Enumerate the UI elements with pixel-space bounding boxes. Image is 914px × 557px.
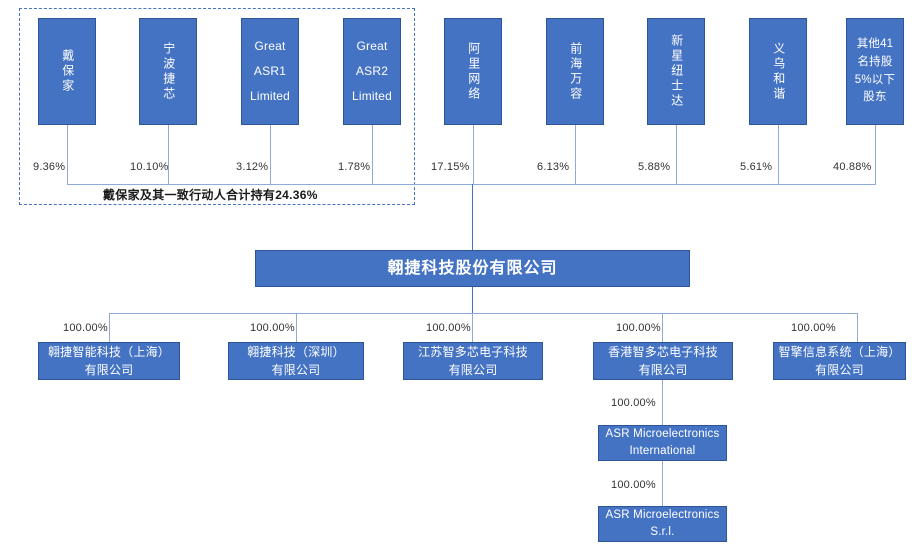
subsidiary-box-0[interactable]: 翱捷智能科技（上海） 有限公司 bbox=[38, 342, 180, 380]
shareholder-label-8-line4: 股东 bbox=[863, 91, 887, 104]
subsidiary-bus-line bbox=[109, 313, 857, 314]
shareholder-label-3-line3: Limited bbox=[351, 89, 393, 104]
shareholder-label-6: 新星纽士达 bbox=[669, 34, 684, 109]
pct-shareholder-8: 40.88% bbox=[833, 161, 872, 173]
connector-asr-international bbox=[662, 380, 663, 425]
subsidiary-label-3-line2: 有限公司 bbox=[638, 363, 688, 377]
shareholder-label-2: Great ASR1 Limited bbox=[250, 34, 290, 110]
connector-bus-to-company bbox=[472, 184, 473, 250]
subsidiary-label-3: 香港智多芯电子科技 有限公司 bbox=[608, 343, 718, 379]
pct-subsidiary-4: 100.00% bbox=[791, 322, 836, 334]
shareholder-label-0: 戴保家 bbox=[60, 49, 75, 94]
connector-shareholder-8 bbox=[875, 125, 876, 184]
pct-shareholder-5: 6.13% bbox=[537, 161, 570, 173]
connector-subsidiary-1 bbox=[296, 313, 297, 342]
shareholder-label-2-line3: Limited bbox=[249, 89, 291, 104]
subsidiary-box-1[interactable]: 翱捷科技（深圳） 有限公司 bbox=[228, 342, 364, 380]
connector-shareholder-7 bbox=[778, 125, 779, 184]
main-company-label: 翱捷科技股份有限公司 bbox=[387, 259, 558, 277]
main-company-box[interactable]: 翱捷科技股份有限公司 bbox=[255, 250, 690, 287]
connector-subsidiary-0 bbox=[109, 313, 110, 342]
subsidiary-label-4-line2: 有限公司 bbox=[815, 363, 864, 377]
connector-subsidiary-4 bbox=[857, 313, 858, 342]
shareholder-box-7[interactable]: 义乌和谐 bbox=[749, 18, 807, 125]
connector-subsidiary-3 bbox=[662, 313, 663, 342]
shareholder-box-0[interactable]: 戴保家 bbox=[38, 18, 96, 125]
subsidiary-label-1: 翱捷科技（深圳） 有限公司 bbox=[247, 343, 345, 379]
connector-shareholder-4 bbox=[473, 125, 474, 184]
subsidiary-label-3-line1: 香港智多芯电子科技 bbox=[608, 345, 718, 359]
shareholder-label-1: 宁波捷芯 bbox=[161, 41, 176, 102]
subsidiary-label-4-line1: 智擎信息系统（上海） bbox=[778, 345, 901, 359]
shareholder-label-4: 阿里网络 bbox=[466, 41, 481, 102]
pct-subsidiary-3: 100.00% bbox=[616, 322, 661, 334]
shareholder-label-8-line2: 名持股 bbox=[857, 55, 893, 68]
subsidiary-box-3[interactable]: 香港智多芯电子科技 有限公司 bbox=[593, 342, 733, 380]
connector-shareholder-1 bbox=[168, 125, 169, 184]
connector-shareholder-5 bbox=[575, 125, 576, 184]
asr-international-label: ASR Microelectronics International bbox=[606, 426, 720, 459]
connector-shareholder-3 bbox=[372, 125, 373, 184]
pct-shareholder-2: 3.12% bbox=[236, 161, 269, 173]
subsidiary-label-2: 江苏智多芯电子科技 有限公司 bbox=[418, 343, 528, 379]
subsidiary-label-0-line2: 有限公司 bbox=[84, 363, 134, 377]
shareholder-box-3[interactable]: Great ASR2 Limited bbox=[343, 18, 401, 125]
shareholder-label-3-line1: Great bbox=[356, 38, 388, 53]
asr-srl-box[interactable]: ASR Microelectronics S.r.l. bbox=[598, 506, 727, 542]
subsidiary-label-0: 翱捷智能科技（上海） 有限公司 bbox=[48, 343, 170, 379]
subsidiary-label-4: 智擎信息系统（上海） 有限公司 bbox=[778, 343, 900, 379]
shareholder-bus-line bbox=[67, 184, 876, 185]
subsidiary-box-2[interactable]: 江苏智多芯电子科技 有限公司 bbox=[403, 342, 543, 380]
connector-company-to-sub-bus bbox=[472, 287, 473, 313]
subsidiary-box-4[interactable]: 智擎信息系统（上海） 有限公司 bbox=[773, 342, 906, 380]
shareholder-label-8: 其他41 名持股 5%以下 股东 bbox=[855, 36, 895, 107]
shareholder-label-5: 前海万容 bbox=[568, 41, 583, 102]
shareholder-box-2[interactable]: Great ASR1 Limited bbox=[241, 18, 299, 125]
shareholder-box-1[interactable]: 宁波捷芯 bbox=[139, 18, 197, 125]
pct-shareholder-4: 17.15% bbox=[431, 161, 470, 173]
pct-subsidiary-1: 100.00% bbox=[250, 322, 295, 334]
asr-international-label-line2: International bbox=[629, 445, 696, 457]
shareholder-box-6[interactable]: 新星纽士达 bbox=[647, 18, 705, 125]
pct-shareholder-3: 1.78% bbox=[338, 161, 371, 173]
connector-asr-srl bbox=[662, 461, 663, 506]
subsidiary-label-1-line1: 翱捷科技（深圳） bbox=[247, 345, 345, 359]
concert-party-summary-label: 戴保家及其一致行动人合计持有24.36% bbox=[103, 188, 318, 202]
shareholder-label-3-line2: ASR2 bbox=[355, 63, 389, 78]
asr-srl-label: ASR Microelectronics S.r.l. bbox=[606, 507, 720, 540]
shareholder-label-3: Great ASR2 Limited bbox=[352, 34, 392, 110]
pct-subsidiary-2: 100.00% bbox=[426, 322, 471, 334]
pct-shareholder-1: 10.10% bbox=[130, 161, 169, 173]
connector-shareholder-2 bbox=[270, 125, 271, 184]
subsidiary-label-0-line1: 翱捷智能科技（上海） bbox=[47, 345, 170, 359]
connector-shareholder-0 bbox=[67, 125, 68, 184]
shareholder-label-2-line2: ASR1 bbox=[253, 63, 287, 78]
asr-international-box[interactable]: ASR Microelectronics International bbox=[598, 425, 727, 461]
shareholder-box-4[interactable]: 阿里网络 bbox=[444, 18, 502, 125]
shareholder-box-8[interactable]: 其他41 名持股 5%以下 股东 bbox=[846, 18, 904, 125]
pct-shareholder-0: 9.36% bbox=[33, 161, 66, 173]
connector-shareholder-6 bbox=[676, 125, 677, 184]
pct-asr-srl: 100.00% bbox=[611, 479, 656, 491]
subsidiary-label-2-line1: 江苏智多芯电子科技 bbox=[418, 345, 528, 359]
shareholder-label-7: 义乌和谐 bbox=[771, 41, 786, 102]
pct-shareholder-6: 5.88% bbox=[638, 161, 671, 173]
pct-subsidiary-0: 100.00% bbox=[63, 322, 108, 334]
subsidiary-label-1-line2: 有限公司 bbox=[271, 363, 321, 377]
connector-subsidiary-2 bbox=[472, 313, 473, 342]
shareholder-label-2-line1: Great bbox=[254, 38, 286, 53]
subsidiary-label-2-line2: 有限公司 bbox=[448, 363, 498, 377]
shareholder-label-8-line1: 其他41 bbox=[856, 37, 894, 50]
pct-asr-international: 100.00% bbox=[611, 397, 656, 409]
concert-party-group-outline bbox=[19, 8, 415, 205]
asr-international-label-line1: ASR Microelectronics bbox=[605, 428, 720, 441]
shareholder-box-5[interactable]: 前海万容 bbox=[546, 18, 604, 125]
pct-shareholder-7: 5.61% bbox=[740, 161, 773, 173]
asr-srl-label-line1: ASR Microelectronics bbox=[605, 509, 720, 522]
shareholder-label-8-line3: 5%以下 bbox=[854, 73, 896, 86]
asr-srl-label-line2: S.r.l. bbox=[650, 526, 675, 538]
